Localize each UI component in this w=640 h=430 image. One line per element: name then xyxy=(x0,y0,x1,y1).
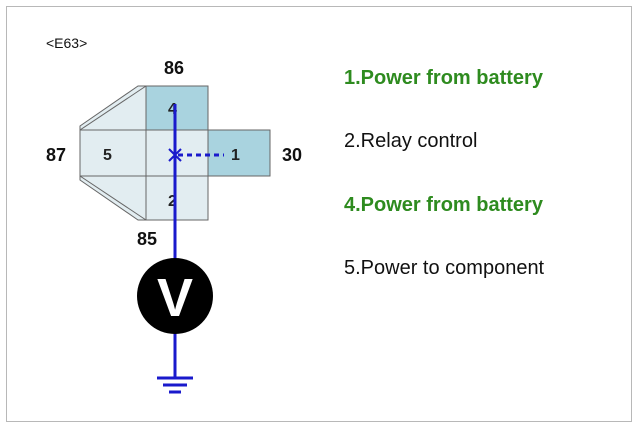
trapezoid-diagonal-top xyxy=(79,85,147,131)
cell-1 xyxy=(207,129,271,177)
legend-item-5: 5.Power to component xyxy=(344,257,545,279)
legend-item-1: 1.Power from battery xyxy=(344,67,543,89)
cell-1-label: 1 xyxy=(231,147,240,164)
terminal-85-label: 85 xyxy=(137,229,157,249)
voltmeter-symbol: V xyxy=(157,268,193,328)
connector-id-label: <E63> xyxy=(46,35,87,51)
terminal-87-label: 87 xyxy=(46,145,66,165)
cell-2-label: 2 xyxy=(168,193,177,210)
probe-cross-b xyxy=(168,148,182,162)
cell-2 xyxy=(145,175,209,221)
legend-item-2: 2.Relay control xyxy=(344,130,478,152)
cell-4 xyxy=(145,85,209,131)
legend-item-4: 4.Power from battery xyxy=(344,194,543,216)
terminal-legend: 1.Power from battery 2.Relay control 4.P… xyxy=(344,0,634,430)
cell-5-label: 5 xyxy=(103,147,112,164)
diagram-frame xyxy=(6,6,632,422)
cell-5 xyxy=(79,129,147,177)
cell-4-label: 4 xyxy=(168,101,177,118)
terminal-30-label: 30 xyxy=(282,145,302,165)
voltmeter-icon xyxy=(137,258,213,334)
terminal-86-label: 86 xyxy=(164,58,184,78)
trapezoid-diagonal-bottom xyxy=(79,175,147,221)
